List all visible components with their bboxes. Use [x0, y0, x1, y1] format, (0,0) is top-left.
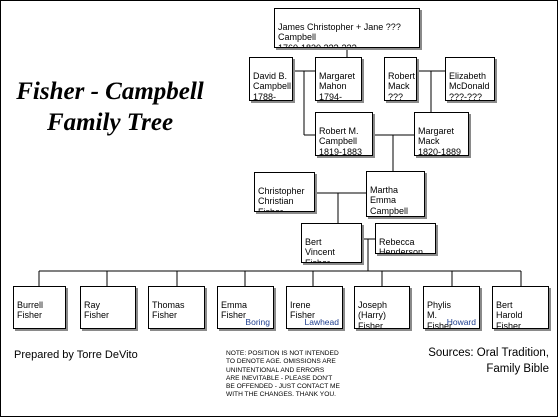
person-box-phylis: Phylis M. Fisher Howard [423, 286, 480, 329]
person-name: Bert Harold Fisher [496, 299, 523, 329]
person-box-thomas: Thomas Fisher [148, 286, 205, 329]
person-box-christopher: Christopher Christian Fisher [254, 172, 315, 212]
person-name: Phylis M. Fisher [427, 299, 453, 329]
person-box-martha: Martha Emma Campbell 1862-??? [366, 171, 425, 217]
person-name: Elizabeth McDonald ???-??? [449, 70, 490, 101]
person-name: Burrell Fisher [17, 299, 44, 321]
married-name: Lawhead [304, 316, 339, 327]
married-name: Boring [245, 316, 270, 327]
person-name: Robert M. Campbell 1819-1883 [319, 125, 363, 156]
person-name: Margaret Mack 1820-1889 [418, 125, 462, 156]
author-credit: Prepared by Torre DeVito [14, 349, 138, 361]
person-name: Martha Emma Campbell 1862-??? [370, 184, 409, 216]
person-box-robert-m: Robert M. Campbell 1819-1883 [315, 112, 373, 156]
person-box-joseph: Joseph (Harry) Fisher [354, 286, 410, 329]
married-name: Howard [446, 316, 476, 327]
person-box-rebecca: Rebecca Henderson [375, 223, 436, 254]
person-name: Ray Fisher [84, 299, 110, 321]
person-name: Bert Vincent Fisher [305, 236, 335, 263]
tree-title-line1: Fisher - Campbell [16, 78, 204, 105]
person-name: Thomas Fisher [152, 299, 185, 321]
person-box-margaret-mahon: Margaret Mahon 1794-1860 [315, 57, 362, 101]
person-name: James Christopher + Jane ??? Campbell 17… [278, 21, 401, 48]
person-name: Joseph (Harry) Fisher [358, 299, 388, 329]
person-box-robert-mack: Robert Mack ???-??? [384, 57, 417, 101]
person-box-emma: Emma Fisher Boring [217, 286, 274, 329]
person-box-bert-vincent: Bert Vincent Fisher [301, 223, 362, 263]
person-name: Christopher Christian Fisher [258, 185, 305, 212]
person-box-margaret-mack: Margaret Mack 1820-1889 [414, 112, 469, 156]
person-box-elizabeth: Elizabeth McDonald ???-??? [445, 57, 495, 101]
person-name: Robert Mack ???-??? [388, 70, 416, 101]
tree-title: Fisher - Campbell Family Tree [5, 76, 215, 138]
person-name: David B. Campbell 1788-1875 [253, 70, 292, 101]
tree-title-line2: Family Tree [46, 109, 174, 136]
person-box-david: David B. Campbell 1788-1875 [249, 57, 293, 101]
person-name: Margaret Mahon 1794-1860 [319, 70, 356, 101]
person-box-burrell: Burrell Fisher [13, 286, 66, 329]
person-box-james-jane: James Christopher + Jane ??? Campbell 17… [274, 8, 420, 48]
sources-text: Sources: Oral Tradition, Family Bible [428, 347, 549, 375]
person-name: Irene Fisher [290, 299, 316, 321]
disclaimer-note: NOTE: POSITION IS NOT INTENDED TO DENOTE… [226, 350, 340, 399]
person-box-irene: Irene Fisher Lawhead [286, 286, 343, 329]
person-name: Emma Fisher [221, 299, 248, 321]
person-name: Rebecca Henderson [379, 236, 424, 254]
person-box-ray: Ray Fisher [80, 286, 136, 329]
person-box-bert-harold: Bert Harold Fisher [492, 286, 549, 329]
